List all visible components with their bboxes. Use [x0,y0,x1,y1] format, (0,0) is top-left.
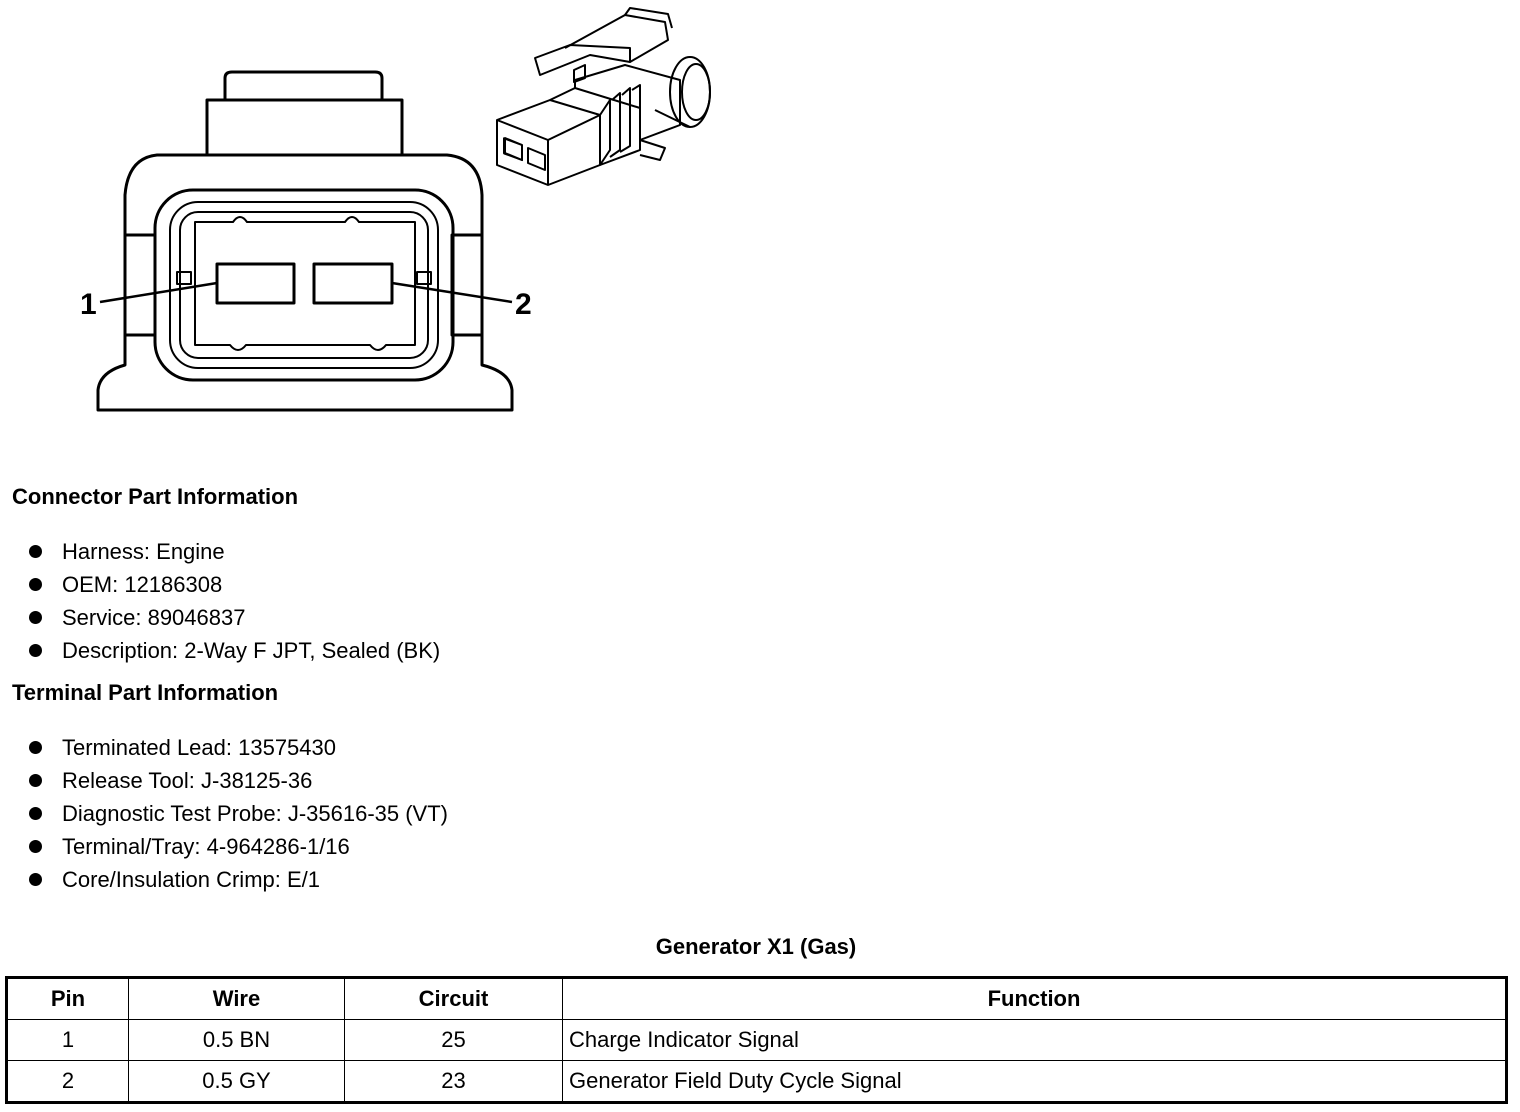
cell-circuit: 25 [344,1019,563,1061]
cell-wire: 0.5 BN [128,1019,345,1061]
list-item: Diagnostic Test Probe: J-35616-35 (VT) [0,797,448,830]
list-item: Release Tool: J-38125-36 [0,764,448,797]
list-item: Harness: Engine [0,535,440,568]
pin-2-label: 2 [515,288,532,321]
header-function: Function [562,977,1507,1020]
list-item: Service: 89046837 [0,601,440,634]
header-wire: Wire [128,977,345,1020]
pin-table-title: Generator X1 (Gas) [655,934,857,959]
cell-pin: 2 [6,1060,129,1103]
cell-wire: 0.5 GY [128,1060,345,1103]
list-item: Terminated Lead: 13575430 [0,731,448,764]
table-row: 2 0.5 GY 23 Generator Field Duty Cycle S… [6,1060,1507,1103]
cell-function: Generator Field Duty Cycle Signal [562,1060,1507,1103]
connector-illustration: 1 2 [0,0,760,440]
pin-1-leader-line [99,281,218,304]
connector-part-info-heading: Connector Part Information [12,484,299,509]
cell-pin: 1 [6,1019,129,1061]
header-pin: Pin [6,977,129,1020]
pin-2-leader-line [391,281,513,304]
header-circuit: Circuit [344,977,563,1020]
list-item: Core/Insulation Crimp: E/1 [0,863,448,896]
list-item: OEM: 12186308 [0,568,440,601]
list-item: Terminal/Tray: 4-964286-1/16 [0,830,448,863]
cell-circuit: 23 [344,1060,563,1103]
list-item: Description: 2-Way F JPT, Sealed (BK) [0,634,440,667]
pin-1-label: 1 [80,288,97,321]
connector-part-info-list: Harness: Engine OEM: 12186308 Service: 8… [0,535,440,667]
terminal-part-info-heading: Terminal Part Information [12,680,279,705]
cell-function: Charge Indicator Signal [562,1019,1507,1061]
terminal-part-info-list: Terminated Lead: 13575430 Release Tool: … [0,731,448,896]
pin-table: Pin Wire Circuit Function 1 0.5 BN 25 Ch… [5,976,1508,1104]
table-header-row: Pin Wire Circuit Function [6,977,1507,1020]
connector-isometric-drawing [496,7,711,186]
connector-face-drawing [96,70,514,412]
table-row: 1 0.5 BN 25 Charge Indicator Signal [6,1019,1507,1061]
